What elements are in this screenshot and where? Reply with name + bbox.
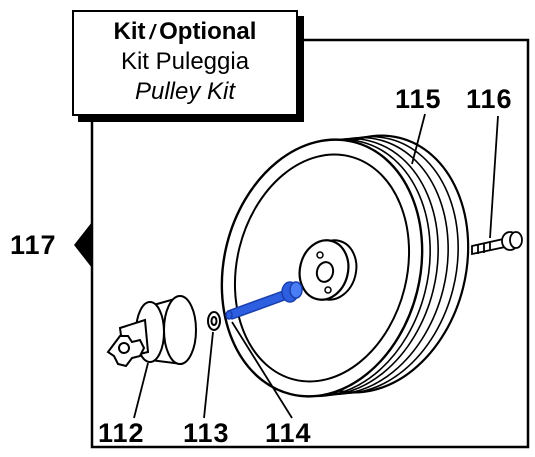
kit-frame <box>90 38 530 449</box>
bolt-116 <box>471 231 523 256</box>
title-name-italian: Kit Puleggia <box>120 48 250 75</box>
callout-115: 115 <box>395 84 442 114</box>
kit-title-box: Kit/Optional Kit Puleggia Pulley Kit <box>72 10 298 116</box>
callout-114: 114 <box>265 418 312 448</box>
callout-117: 117 <box>10 230 57 260</box>
title-separator: / <box>149 22 156 44</box>
kit-pointer-triangle <box>74 222 92 268</box>
callout-116: 116 <box>466 84 513 114</box>
title-kit: Kit <box>113 18 146 45</box>
washer-113 <box>207 311 221 331</box>
callout-113: 113 <box>183 418 230 448</box>
bolt-114 <box>225 281 303 320</box>
spline-hub-112 <box>106 295 197 368</box>
title-optional: Optional <box>159 18 257 45</box>
leader-lines <box>133 113 499 419</box>
pulley-115 <box>220 134 470 398</box>
title-line-kit-optional: Kit/Optional <box>74 18 296 46</box>
title-name-english: Pulley Kit <box>134 78 236 105</box>
callout-112: 112 <box>98 418 145 448</box>
